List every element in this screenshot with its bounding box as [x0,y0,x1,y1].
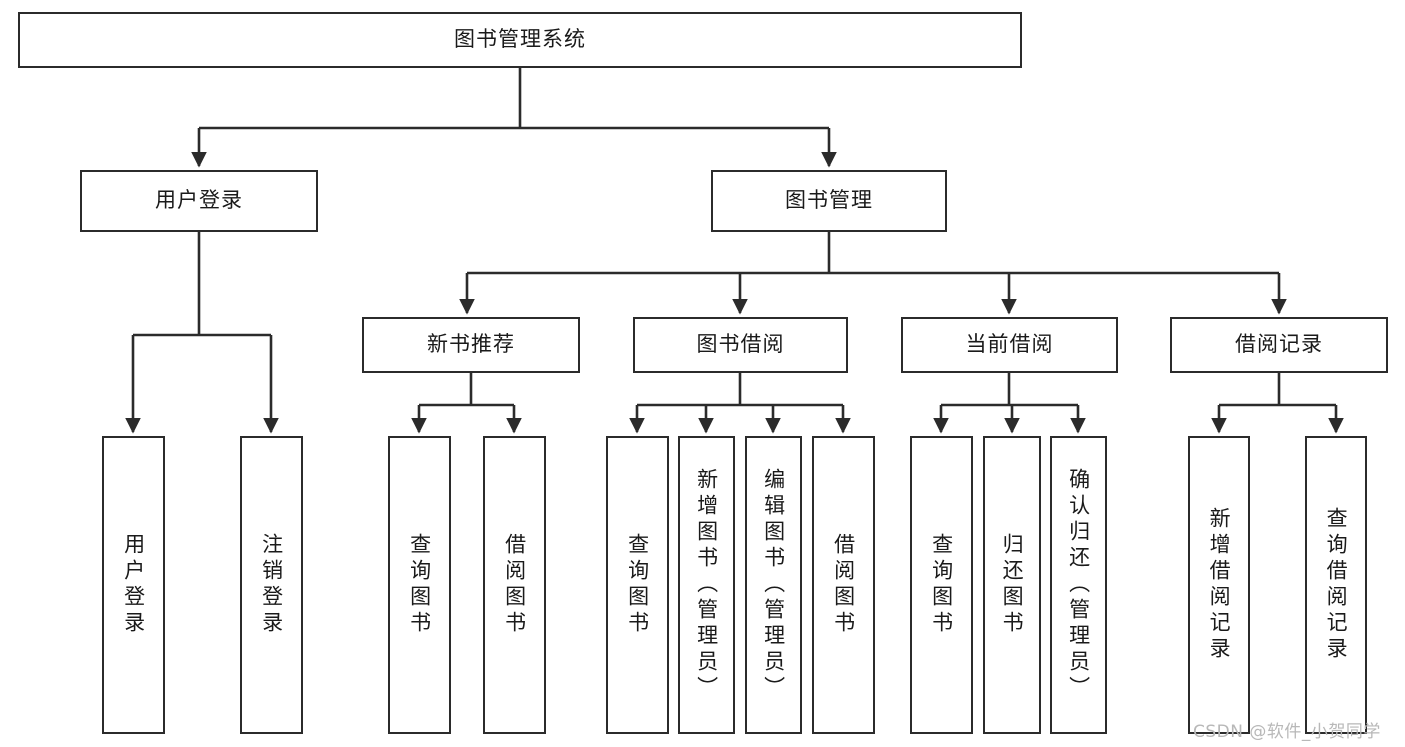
leaf-query-book-borrow[interactable]: 查询图书 [606,436,669,734]
leaf-confirm-return-admin[interactable]: 确认归还（管理员） [1050,436,1107,734]
node-user-login[interactable]: 用户登录 [80,170,318,232]
node-book-borrow[interactable]: 图书借阅 [633,317,848,373]
node-new-book-recommend[interactable]: 新书推荐 [362,317,580,373]
leaf-return-book[interactable]: 归还图书 [983,436,1041,734]
leaf-borrow-book-new[interactable]: 借阅图书 [483,436,546,734]
node-book-management[interactable]: 图书管理 [711,170,947,232]
leaf-query-borrow-record[interactable]: 查询借阅记录 [1305,436,1367,734]
leaf-add-book-admin[interactable]: 新增图书（管理员） [678,436,735,734]
node-borrow-records[interactable]: 借阅记录 [1170,317,1388,373]
node-current-borrow[interactable]: 当前借阅 [901,317,1118,373]
leaf-logout[interactable]: 注销登录 [240,436,303,734]
node-root[interactable]: 图书管理系统 [18,12,1022,68]
leaf-user-login[interactable]: 用户登录 [102,436,165,734]
leaf-edit-book-admin[interactable]: 编辑图书（管理员） [745,436,802,734]
leaf-add-borrow-record[interactable]: 新增借阅记录 [1188,436,1250,734]
csdn-watermark: CSDN @软件_小贺同学 [1193,722,1381,742]
leaf-borrow-book[interactable]: 借阅图书 [812,436,875,734]
leaf-query-book-new[interactable]: 查询图书 [388,436,451,734]
leaf-query-book-current[interactable]: 查询图书 [910,436,973,734]
